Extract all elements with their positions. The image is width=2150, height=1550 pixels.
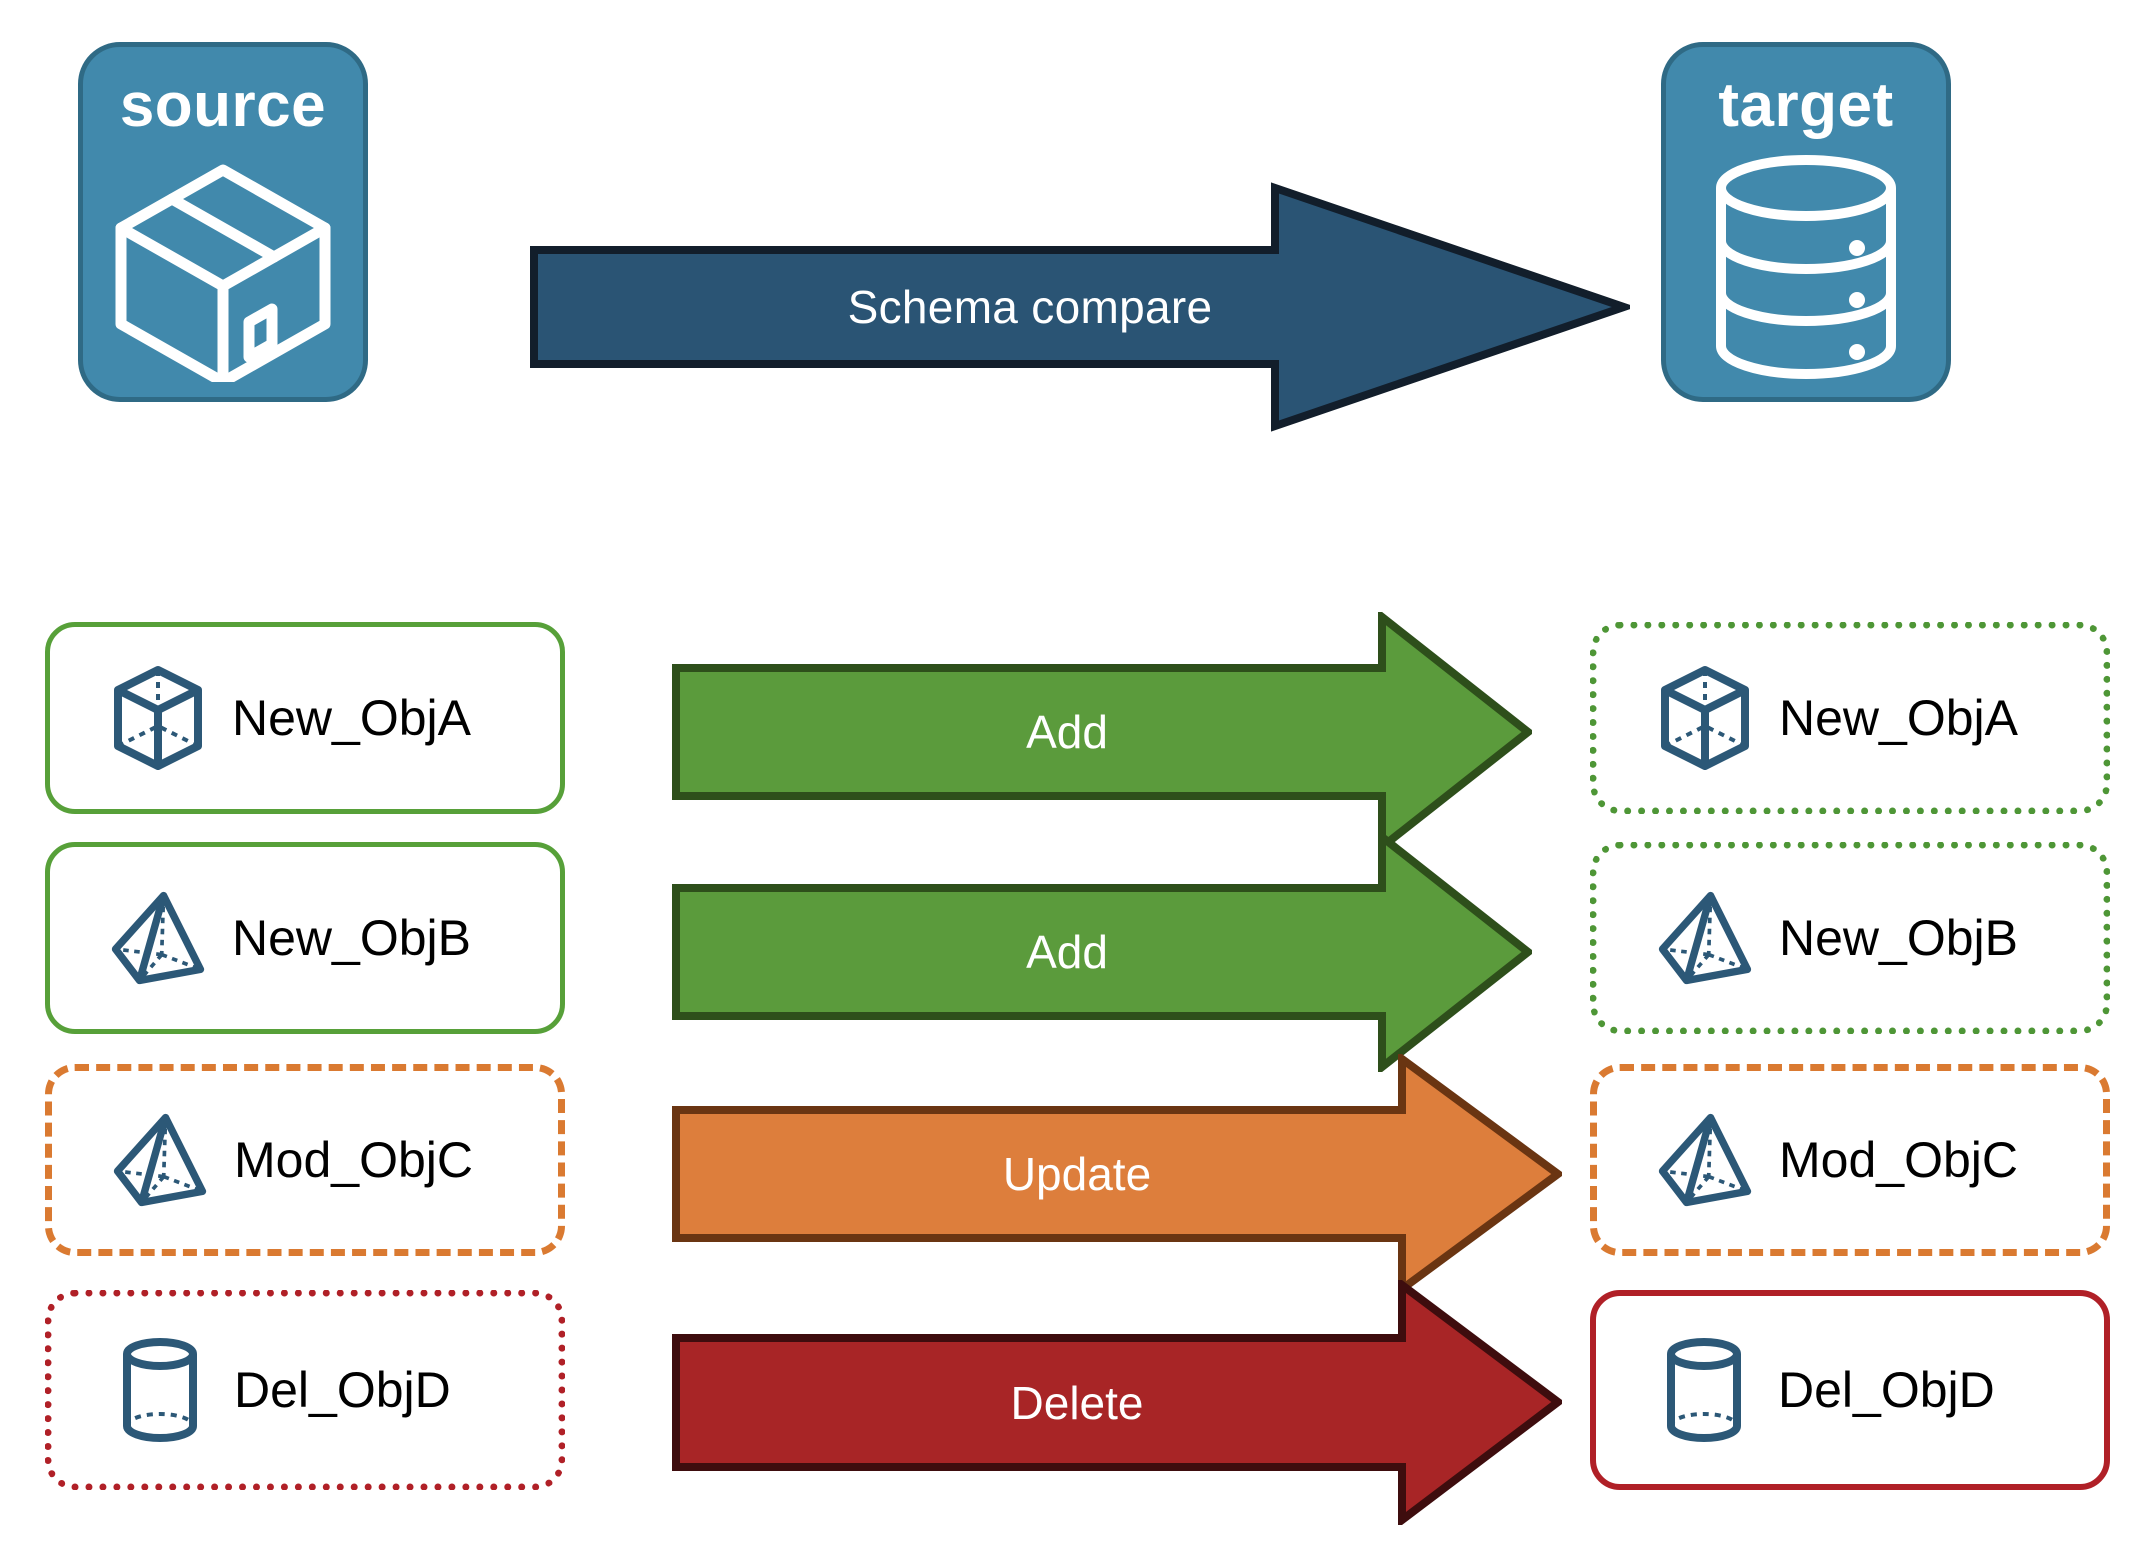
pyramid-wireframe-icon bbox=[1657, 1105, 1753, 1215]
cube-wireframe-icon bbox=[1657, 663, 1753, 773]
source-panel-title: source bbox=[119, 71, 327, 140]
source-object-row-2[interactable]: New_ObjB bbox=[45, 842, 565, 1034]
target-object-row-4[interactable]: Del_ObjD bbox=[1590, 1290, 2110, 1490]
source-object-row-1[interactable]: New_ObjA bbox=[45, 622, 565, 814]
source-object-label-4: Del_ObjD bbox=[234, 1362, 451, 1418]
action-arrow-add-2[interactable] bbox=[672, 832, 1532, 1072]
action-arrow-update[interactable] bbox=[672, 1054, 1562, 1294]
source-object-row-4[interactable]: Del_ObjD bbox=[45, 1290, 565, 1490]
database-cylinder-icon bbox=[1701, 152, 1911, 387]
cylinder-wireframe-icon bbox=[112, 1335, 208, 1445]
source-object-label-1: New_ObjA bbox=[232, 690, 471, 746]
cylinder-wireframe-icon bbox=[1656, 1335, 1752, 1445]
source-object-label-2: New_ObjB bbox=[232, 910, 471, 966]
source-object-label-3: Mod_ObjC bbox=[234, 1132, 473, 1188]
source-object-row-3[interactable]: Mod_ObjC bbox=[45, 1064, 565, 1256]
pyramid-wireframe-icon bbox=[110, 883, 206, 993]
target-object-label-2: New_ObjB bbox=[1779, 910, 2018, 966]
target-object-label-1: New_ObjA bbox=[1779, 690, 2018, 746]
action-arrow-add-1[interactable] bbox=[672, 612, 1532, 852]
package-box-icon bbox=[103, 152, 343, 388]
cube-wireframe-icon bbox=[110, 663, 206, 773]
target-object-label-4: Del_ObjD bbox=[1778, 1362, 1995, 1418]
target-object-row-1[interactable]: New_ObjA bbox=[1590, 622, 2110, 814]
target-object-row-3[interactable]: Mod_ObjC bbox=[1590, 1064, 2110, 1256]
target-panel[interactable]: target bbox=[1661, 42, 1951, 402]
pyramid-wireframe-icon bbox=[112, 1105, 208, 1215]
source-panel[interactable]: source bbox=[78, 42, 368, 402]
pyramid-wireframe-icon bbox=[1657, 883, 1753, 993]
target-panel-title: target bbox=[1718, 71, 1894, 140]
target-object-row-2[interactable]: New_ObjB bbox=[1590, 842, 2110, 1034]
target-object-label-3: Mod_ObjC bbox=[1779, 1132, 2018, 1188]
action-arrow-delete[interactable] bbox=[672, 1280, 1562, 1525]
schema-compare-arrow[interactable] bbox=[530, 182, 1630, 432]
